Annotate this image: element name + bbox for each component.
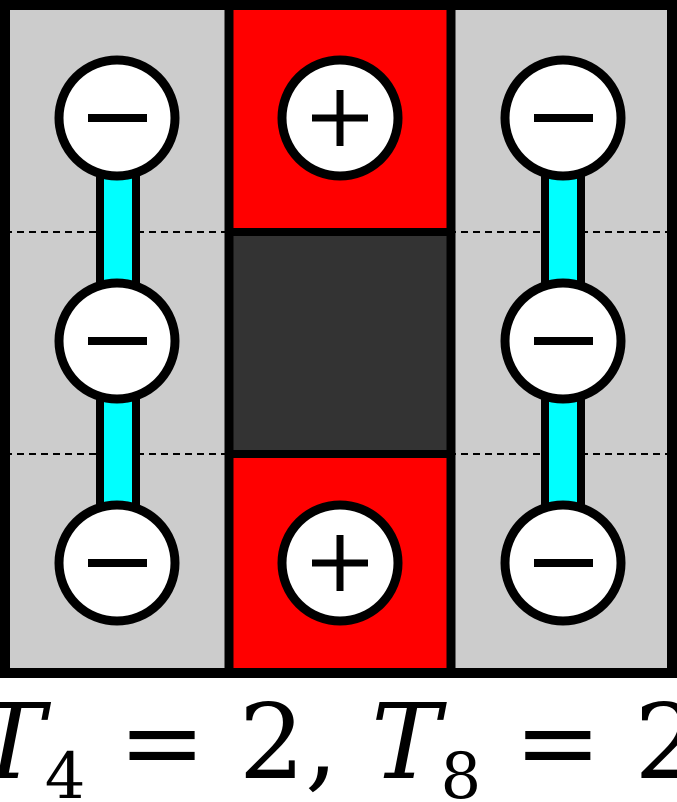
t4-equals: = (86, 681, 239, 802)
t8-subscript: 8 (440, 740, 481, 802)
left-charge-3 (54, 500, 180, 626)
t8-equals: = (481, 681, 634, 802)
center-charge-top (277, 55, 403, 181)
t8-variable: T (371, 681, 447, 802)
left-charge-2 (54, 278, 180, 404)
right-charge-1 (500, 55, 626, 181)
outer-frame (0, 0, 677, 678)
t8-value: 2 (634, 681, 677, 802)
left-charge-1 (54, 55, 180, 181)
t4-subscript: 4 (45, 740, 86, 802)
right-charge-2 (500, 278, 626, 404)
right-charge-3 (500, 500, 626, 626)
caption-separator: , (305, 681, 371, 802)
center-charge-bottom (277, 500, 403, 626)
t4-variable: T (0, 681, 51, 802)
center-dark-block (225, 228, 455, 458)
t4-value: 2 (239, 681, 305, 802)
caption: T4 = 2, T8 = 2 (0, 681, 677, 802)
